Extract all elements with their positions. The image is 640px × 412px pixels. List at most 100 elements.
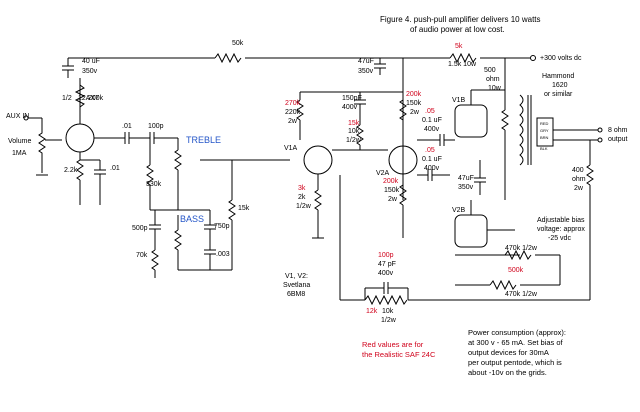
bias-label-line3: -25 vdc bbox=[548, 235, 571, 242]
power-note-line4: per output pentode, which is bbox=[468, 358, 562, 367]
power-note-line1: Power consumption (approx): bbox=[468, 328, 566, 337]
r500k-red-label: 500k bbox=[508, 267, 524, 274]
c40uf-label: 40 uF bbox=[82, 58, 100, 65]
r15k-label: 15k bbox=[238, 205, 250, 212]
c750p-label: 750p bbox=[214, 223, 230, 230]
c150pf-label: 150pF bbox=[342, 95, 362, 102]
v1b-label: V1B bbox=[452, 97, 466, 104]
r500-label: 500 bbox=[484, 67, 496, 74]
r400-label: 400 bbox=[572, 167, 584, 174]
r200k-top-label: 200k bbox=[88, 95, 104, 102]
bias-label-line2: voltage: approx bbox=[537, 226, 585, 233]
v2a-stage bbox=[388, 99, 455, 238]
w2d-label: 2w bbox=[574, 185, 584, 192]
r150k-label: 150k bbox=[406, 100, 422, 107]
r150k-2-label: 150k bbox=[384, 187, 400, 194]
r10k-label: 10k bbox=[348, 128, 360, 135]
bias-network bbox=[455, 249, 561, 291]
tubes-id-line3: 6BM8 bbox=[287, 291, 305, 298]
supply-rail bbox=[62, 52, 536, 200]
r470k-b-label: 470k 1/2w bbox=[505, 291, 538, 298]
tube1-type-label: 12AX7 bbox=[78, 95, 99, 102]
power-note-line5: about -10v on the grids. bbox=[468, 368, 547, 377]
v1a-stage bbox=[296, 91, 403, 239]
c01uf-a-label: 0.1 uF bbox=[422, 117, 442, 124]
r22k-label: 2.2k bbox=[64, 167, 78, 174]
w2b-label: 2w bbox=[410, 109, 420, 116]
v400d-label: 400v bbox=[378, 270, 394, 277]
tap-blk-label: BLK bbox=[540, 146, 548, 151]
output-label: output bbox=[608, 136, 628, 143]
c01a-label: .01 bbox=[122, 123, 132, 130]
volume-label: Volume bbox=[8, 138, 31, 145]
output-8ohm-label: 8 ohm bbox=[608, 127, 628, 134]
ohm-label: ohm bbox=[486, 76, 500, 83]
r3k-red-label: 3k bbox=[298, 185, 306, 192]
c01uf-b-label: 0.1 uF bbox=[422, 156, 442, 163]
r15k10w-label: 1.5k 10w bbox=[448, 61, 477, 68]
tubes-id-line2: Svetlana bbox=[283, 282, 310, 289]
r5k-red-label: 5k bbox=[455, 43, 463, 50]
r12k-red-label: 12k bbox=[366, 308, 378, 315]
r10k-b-label: 10k bbox=[382, 308, 394, 315]
r200k-red2-label: 200k bbox=[383, 178, 399, 185]
tone-stack bbox=[146, 138, 290, 278]
v400b-label: 400v bbox=[424, 126, 440, 133]
tap-red-label: RED bbox=[540, 121, 549, 126]
r220k-label: 220k bbox=[285, 109, 301, 116]
tube1-half-label: 1/2 bbox=[62, 95, 72, 102]
c05a-red-label: .05 bbox=[425, 108, 435, 115]
v2b-label: V2B bbox=[452, 207, 466, 214]
r270k-red-label: 270k bbox=[285, 100, 301, 107]
figure-title-line1: Figure 4. push-pull amplifier delivers 1… bbox=[380, 15, 541, 24]
tap-gry-label: GRY bbox=[540, 128, 549, 133]
w12a-label: 1/2w bbox=[296, 203, 312, 210]
w10-label: 10w bbox=[488, 85, 502, 92]
aux-in-label: AUX IN bbox=[6, 113, 29, 120]
v350b-label: 350v bbox=[358, 68, 374, 75]
input-stage bbox=[23, 78, 178, 205]
global-feedback bbox=[339, 175, 590, 306]
red-note-line1: Red values are for bbox=[362, 340, 424, 349]
r470k-a-label: 470k 1/2w bbox=[505, 245, 538, 252]
feedback-network bbox=[332, 92, 388, 151]
r200k-red-label: 200k bbox=[406, 91, 422, 98]
r2k-label: 2k bbox=[298, 194, 306, 201]
b-plus-label: +300 volts dc bbox=[540, 55, 582, 62]
v350a-label: 350v bbox=[82, 68, 98, 75]
output-stage bbox=[454, 89, 603, 300]
w2c-label: 2w bbox=[388, 196, 398, 203]
v2a-label: V2A bbox=[376, 170, 390, 177]
w12c-label: 1/2w bbox=[381, 317, 397, 324]
r50k-label: 50k bbox=[232, 40, 244, 47]
ohm2-label: ohm bbox=[572, 176, 586, 183]
r15k-red-label: 15k bbox=[348, 120, 360, 127]
figure-title-line2: of audio power at low cost. bbox=[410, 25, 505, 34]
v350c-label: 350v bbox=[458, 184, 474, 191]
power-note-line2: at 300 v - 65 mA. Set bias of bbox=[468, 338, 564, 347]
power-note-line3: output devices for 30mA bbox=[468, 348, 549, 357]
c100p-label: 100p bbox=[148, 123, 164, 130]
v400c-label: 400v bbox=[424, 165, 440, 172]
hammond-model-label: 1620 bbox=[552, 82, 568, 89]
c47pf-label: 47 pF bbox=[378, 261, 396, 268]
c47uf-top-label: 47uF bbox=[358, 58, 374, 65]
tubes-id-line1: V1, V2: bbox=[285, 273, 308, 280]
hammond-label: Hammond bbox=[542, 73, 574, 80]
v400a-label: 400v bbox=[342, 104, 358, 111]
c003-label: .003 bbox=[216, 251, 230, 258]
volume-value-label: 1MA bbox=[12, 150, 27, 157]
r330k-label: 330k bbox=[146, 181, 162, 188]
bass-label: BASS bbox=[180, 214, 204, 224]
c500p-label: 500p bbox=[132, 225, 148, 232]
c05b-red-label: .05 bbox=[425, 147, 435, 154]
r70k-label: 70k bbox=[136, 252, 148, 259]
bias-label-line1: Adjustable bias bbox=[537, 217, 585, 224]
c01b-label: .01 bbox=[110, 165, 120, 172]
treble-label: TREBLE bbox=[186, 135, 221, 145]
v1a-label: V1A bbox=[284, 145, 298, 152]
hammond-similar-label: or similar bbox=[544, 91, 573, 98]
c47uf-mid-label: 47uF bbox=[458, 175, 474, 182]
w2a-label: 2w bbox=[288, 118, 298, 125]
